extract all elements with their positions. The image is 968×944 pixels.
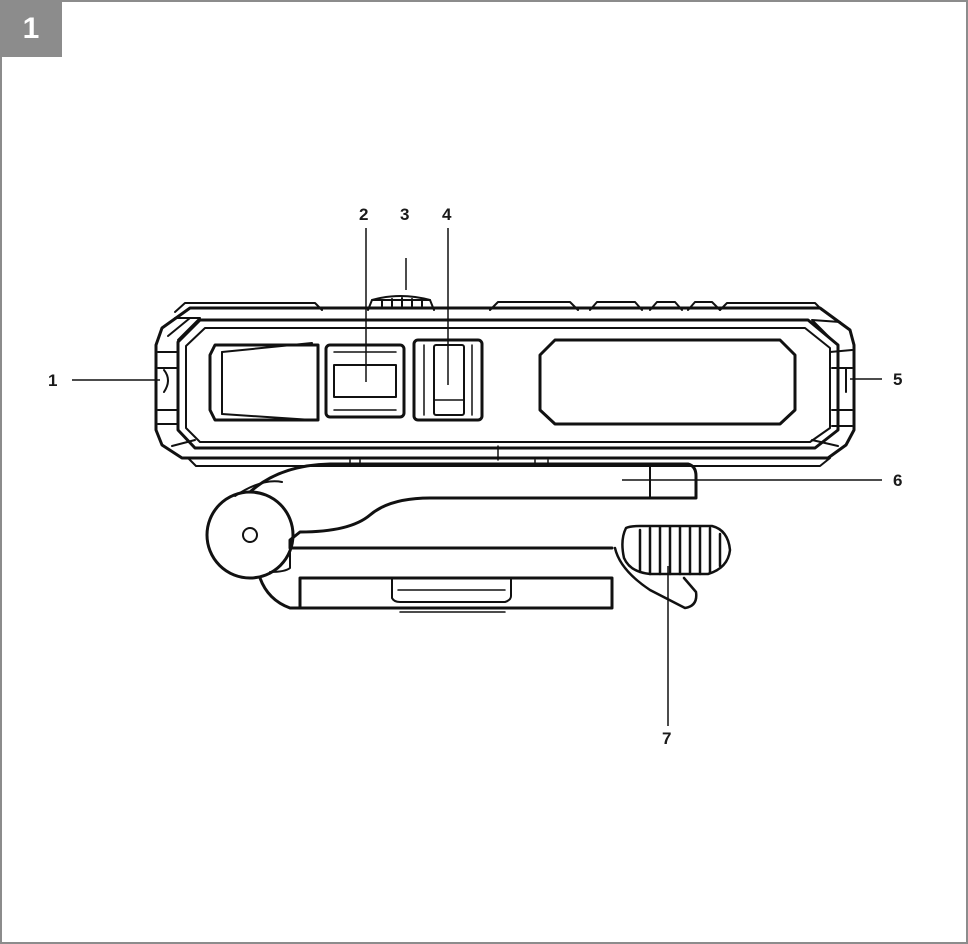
mount-bracket (248, 462, 698, 550)
callout-2: 2 (359, 205, 368, 224)
leader-lines (72, 228, 882, 726)
callout-5: 5 (893, 370, 902, 389)
left-bumper (157, 317, 201, 447)
pivot-hinge (205, 490, 295, 580)
callout-4: 4 (442, 205, 452, 224)
base-slot (391, 577, 512, 603)
callout-7: 7 (662, 729, 671, 748)
callout-1: 1 (48, 371, 57, 390)
figure-number-badge: 1 (0, 0, 62, 57)
locking-knob (613, 524, 732, 610)
thumb-wheel (367, 295, 435, 311)
port-1 (163, 369, 169, 393)
laser-window (208, 343, 320, 422)
housing-outer (154, 306, 856, 460)
display-window (538, 338, 797, 426)
callout-3: 3 (400, 205, 409, 224)
base-plate (258, 576, 614, 610)
front-panel (176, 318, 840, 450)
button-2 (324, 343, 406, 419)
callout-6: 6 (893, 471, 902, 490)
pivot-pin (242, 527, 258, 543)
front-panel-inner (185, 327, 831, 443)
